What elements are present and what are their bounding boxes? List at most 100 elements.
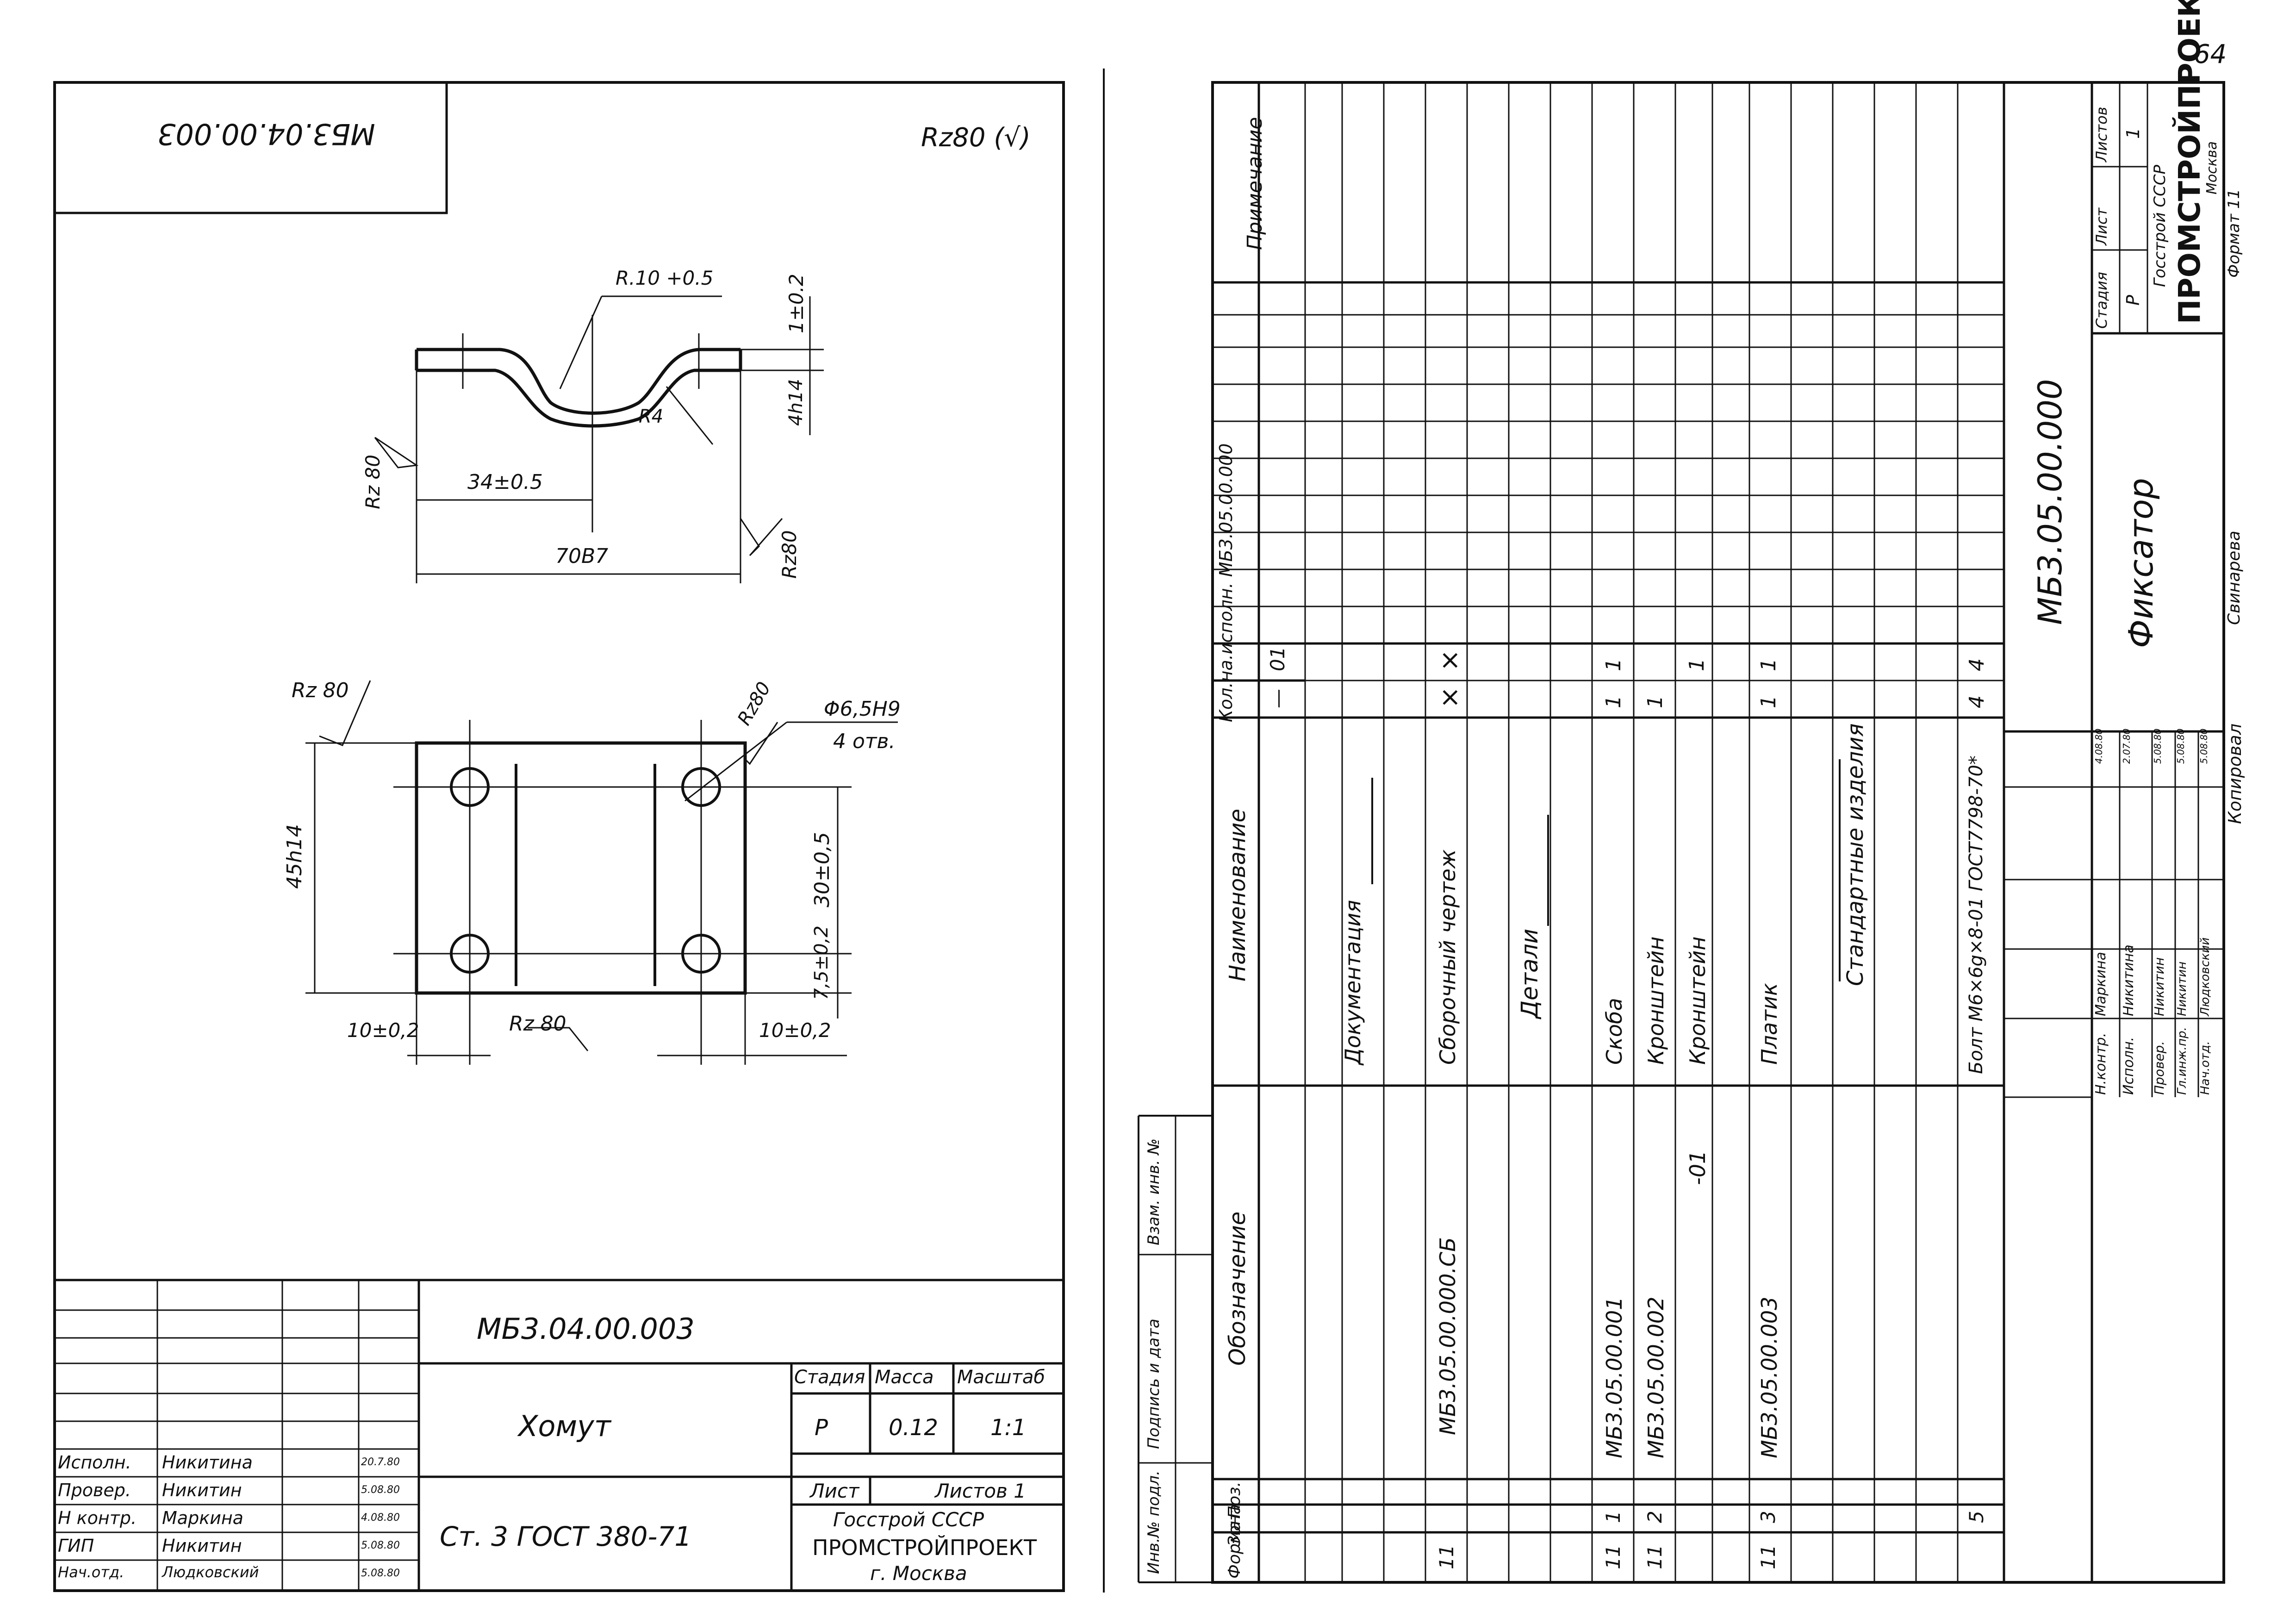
row-pos: 3 bbox=[1757, 1511, 1780, 1523]
signer-name: Никитин bbox=[2175, 961, 2189, 1016]
signer-role: Нач.отд. bbox=[58, 1563, 124, 1581]
tb-sheets: Листов 1 bbox=[935, 1480, 1026, 1502]
signer-role: ГИП bbox=[58, 1536, 94, 1556]
signer-name: Людковский bbox=[2198, 937, 2212, 1016]
row-q1: 1 bbox=[1685, 658, 1709, 671]
rtb-org1: Госстрой СССР bbox=[2151, 165, 2169, 287]
signer-role: Н контр. bbox=[58, 1508, 137, 1528]
footer-copied: Копировал bbox=[2225, 723, 2245, 824]
row-format: 11 bbox=[1643, 1544, 1666, 1569]
tb-col-scale: Масштаб bbox=[957, 1367, 1045, 1388]
row-designation: МБ3.05.00.001 bbox=[1602, 1296, 1627, 1458]
page-number: 64 bbox=[2194, 39, 2227, 69]
signer-role: Нач.отд. bbox=[2198, 1041, 2212, 1095]
row-name: Кронштейн bbox=[1685, 936, 1710, 1065]
dim-thickness-tol: 1±0.2 bbox=[785, 274, 808, 333]
dim-plate-height: 45h14 bbox=[283, 824, 306, 889]
row-name: Сборочный чертеж bbox=[1435, 849, 1460, 1065]
dim-hole-offset-left: 10±0,2 bbox=[347, 1019, 419, 1042]
hdr-qty-group: Кол.на.исполн. МБ3.05.00.000 bbox=[1216, 443, 1236, 722]
dim-overall-width: 70B7 bbox=[555, 544, 609, 568]
hdr-designation: Обозначение bbox=[1225, 1211, 1251, 1366]
row-designation: МБ3.05.00.000.СБ bbox=[1435, 1237, 1460, 1435]
row-q1: 4 bbox=[1965, 658, 1989, 671]
tb-org1: Госстрой СССР bbox=[833, 1508, 984, 1531]
signer-role: Гл.инж.пр. bbox=[2175, 1027, 2189, 1095]
signer-date: 4.08.80 bbox=[2093, 728, 2104, 764]
hdr-name: Наименование bbox=[1225, 808, 1251, 981]
row-name: Стандартные изделия bbox=[1842, 723, 1868, 986]
dim-half-width: 34±0.5 bbox=[467, 470, 543, 494]
tb-name: Хомут bbox=[518, 1409, 611, 1443]
row-name: Болт М6×6g×8-01 ГОСТ7798-70* bbox=[1966, 755, 1987, 1074]
row-name: Детали bbox=[1516, 928, 1543, 1018]
dim-hole-dia: Φ6,5H9 bbox=[824, 697, 901, 721]
tb-scale: 1:1 bbox=[990, 1415, 1027, 1441]
signer-name: Никитина bbox=[2121, 944, 2137, 1016]
row-name: Скоба bbox=[1602, 998, 1627, 1065]
dim-hole-offset-v: 7,5±0,2 bbox=[811, 925, 832, 1000]
rtb-org3: Москва bbox=[2204, 141, 2220, 194]
signer-name: Никитин bbox=[162, 1480, 242, 1500]
side-label-sign: Подпись и дата bbox=[1145, 1318, 1163, 1449]
row-name: Платик bbox=[1757, 983, 1782, 1065]
side-label-vzam: Взам. инв. № bbox=[1145, 1138, 1163, 1245]
dim-hole-offset-right: 10±0,2 bbox=[759, 1019, 831, 1042]
tb-sheet: Лист bbox=[810, 1480, 859, 1502]
signer-date: 2.07.80 bbox=[2121, 728, 2132, 764]
tb-org2: ПРОМСТРОЙПРОЕКТ bbox=[812, 1535, 1037, 1560]
signer-role: Провер. bbox=[2152, 1041, 2167, 1095]
hdr-note: Примечание bbox=[1243, 117, 1267, 250]
row-q0: 4 bbox=[1965, 695, 1989, 708]
row-q0: 1 bbox=[1643, 695, 1667, 708]
row-designation: -01 bbox=[1685, 1150, 1710, 1185]
signer-role: Исполн. bbox=[2121, 1037, 2137, 1095]
tb-stage: Р bbox=[815, 1415, 828, 1441]
rtb-sheet-label: Лист bbox=[2093, 207, 2110, 245]
tb-mass: 0.12 bbox=[889, 1415, 938, 1441]
row-pos: 5 bbox=[1965, 1511, 1988, 1523]
row-format: 11 bbox=[1602, 1544, 1624, 1569]
footer-copier: Свинарева bbox=[2225, 531, 2244, 625]
signer-date: 20.7.80 bbox=[361, 1456, 400, 1468]
signer-date: 5.08.80 bbox=[2175, 728, 2186, 764]
row-name: Документация bbox=[1340, 899, 1365, 1065]
row-name: Кронштейн bbox=[1643, 936, 1668, 1065]
roughness-mark: Rz80 (√) bbox=[921, 123, 1031, 153]
tb-designation: МБ3.04.00.003 bbox=[477, 1312, 695, 1346]
dim-hole-spacing: 30±0,5 bbox=[810, 832, 834, 907]
dim-hole-qty: 4 отв. bbox=[833, 730, 896, 753]
tb-material: Ст. 3 ГОСТ 380-71 bbox=[440, 1521, 692, 1552]
signer-name: Маркина bbox=[2093, 952, 2109, 1016]
row-designation: МБ3.05.00.002 bbox=[1643, 1296, 1668, 1458]
dim-rz-top: Rz 80 bbox=[292, 679, 349, 702]
hdr-qty-dash: — bbox=[1266, 689, 1289, 708]
rtb-sheets-label: Листов bbox=[2093, 106, 2110, 162]
row-format: 11 bbox=[1757, 1544, 1780, 1569]
corner-stamp: МБ3.04.00.003 bbox=[157, 117, 375, 151]
signer-role: Исполн. bbox=[58, 1452, 131, 1473]
dim-radius: R.10 +0.5 bbox=[616, 267, 714, 289]
row-q0: 1 bbox=[1757, 695, 1780, 708]
row-q0: × bbox=[1435, 687, 1465, 708]
tb-col-stage: Стадия bbox=[794, 1367, 865, 1388]
signer-name: Маркина bbox=[162, 1508, 243, 1528]
tb-org3: г. Москва bbox=[870, 1562, 967, 1585]
signer-name: Никитин bbox=[2152, 957, 2167, 1016]
dim-rz-left: Rz 80 bbox=[361, 454, 384, 509]
signer-date: 5.08.80 bbox=[361, 1484, 400, 1496]
row-q1: 1 bbox=[1602, 658, 1625, 671]
row-pos: 1 bbox=[1602, 1511, 1624, 1523]
signer-date: 5.08.80 bbox=[361, 1540, 400, 1551]
signer-role: Н.контр. bbox=[2093, 1032, 2109, 1095]
rtb-designation: МБ3.05.00.000 bbox=[2031, 379, 2069, 625]
rtb-name: Фиксатор bbox=[2122, 478, 2160, 648]
row-q0: 1 bbox=[1602, 695, 1625, 708]
signer-role: Провер. bbox=[58, 1480, 131, 1500]
row-designation: МБ3.05.00.003 bbox=[1757, 1296, 1782, 1458]
signer-name: Никитина bbox=[162, 1452, 253, 1473]
row-q1: 1 bbox=[1757, 658, 1780, 671]
signer-date: 5.08.80 bbox=[2198, 728, 2209, 764]
dim-rz-bottom: Rz 80 bbox=[509, 1012, 566, 1036]
